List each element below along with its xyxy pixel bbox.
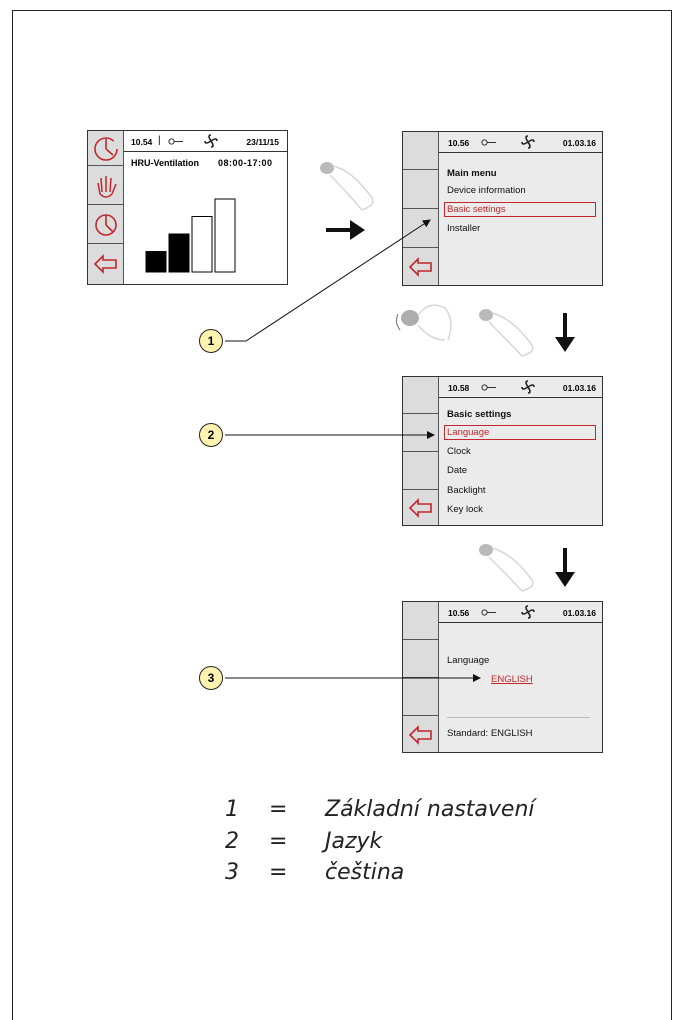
key-icon: [168, 138, 183, 145]
key-icon: [481, 609, 496, 616]
hand-icon: [97, 176, 117, 198]
key-icon: [481, 384, 496, 391]
timer-button[interactable]: [88, 131, 123, 166]
selection-highlight: [444, 425, 596, 440]
status-bar: 10.56 01.03.16: [439, 132, 602, 153]
status-bar: 10.54 | 23/11/15: [124, 131, 287, 152]
right-arrow-icon: [326, 220, 365, 240]
fan-icon: [521, 380, 535, 394]
clock-icon: [95, 214, 117, 236]
back-button[interactable]: [403, 248, 438, 287]
date: 23/11/15: [246, 137, 279, 147]
menu-item-date[interactable]: Date: [447, 465, 468, 476]
side-button-3[interactable]: [403, 452, 438, 490]
language-value[interactable]: ENGLISH: [491, 674, 533, 685]
back-arrow-icon: [93, 254, 117, 274]
fan-level-bar-2: [168, 233, 190, 273]
date: 01.03.16: [562, 383, 596, 393]
side-button-column: [88, 131, 124, 284]
menu-item-basic-settings[interactable]: Basic settings: [447, 204, 506, 215]
back-button[interactable]: [403, 490, 438, 527]
callout-2: 2: [199, 423, 223, 447]
callout-3: 3: [199, 666, 223, 690]
menu-item-language[interactable]: Language: [447, 427, 490, 438]
back-arrow-icon: [408, 498, 432, 518]
down-arrow-icon: [555, 548, 575, 587]
fan-level-bar-4: [214, 198, 236, 273]
clock-time: 10.54: [131, 137, 153, 147]
screen-home: 10.54 | 23/11/15 HRU-Ventilation 08:00-1…: [87, 130, 288, 285]
fan-icon: [204, 134, 218, 148]
screen-main-menu: 10.56 01.03.16 Main menu Device informat…: [402, 131, 603, 286]
status-bar: 10.58 01.03.16: [439, 377, 602, 398]
screen-language: 10.56 01.03.16 Language ENGLISH Standard…: [402, 601, 603, 753]
side-button-2[interactable]: [403, 414, 438, 452]
clock-time: 10.56: [448, 138, 470, 148]
mode-label: HRU-Ventilation: [131, 158, 200, 168]
menu-item-device-information[interactable]: Device information: [447, 185, 526, 196]
key-icon: [481, 139, 496, 146]
legend-text: Základní nastavení: [325, 797, 535, 822]
menu-item-clock[interactable]: Clock: [447, 446, 471, 457]
side-button-3[interactable]: [403, 678, 438, 716]
fan-icon: [521, 605, 535, 619]
clock-time: 10.56: [448, 608, 470, 618]
legend-equals: =: [269, 860, 288, 885]
back-arrow-icon: [408, 257, 432, 277]
language-label: Language: [447, 655, 490, 666]
program-button[interactable]: [88, 205, 123, 244]
back-button[interactable]: [88, 244, 123, 286]
side-button-column: [403, 132, 439, 285]
divider: [447, 717, 590, 718]
date: 01.03.16: [562, 138, 596, 148]
menu-item-installer[interactable]: Installer: [447, 223, 481, 234]
page-frame: [12, 10, 672, 1020]
manual-button[interactable]: [88, 166, 123, 205]
clock-time: 10.58: [448, 383, 470, 393]
legend-text: čeština: [325, 860, 405, 885]
callout-1-leader: [225, 219, 431, 342]
side-button-1[interactable]: [403, 377, 438, 414]
rotate-gesture-icon: [395, 304, 452, 341]
status-bar: 10.56 01.03.16: [439, 602, 602, 623]
side-button-column: [403, 377, 439, 525]
fan-level-bars: [145, 198, 236, 273]
fan-icon: [521, 135, 535, 149]
side-button-3[interactable]: [403, 209, 438, 248]
standard-language: Standard: ENGLISH: [447, 728, 533, 739]
press-gesture-icon: [479, 544, 534, 592]
selection-highlight: [444, 202, 596, 217]
callout-1: 1: [199, 329, 223, 353]
side-button-1[interactable]: [403, 132, 438, 170]
press-gesture-icon: [320, 162, 374, 211]
fan-level-bar-1: [145, 251, 167, 273]
back-button[interactable]: [403, 716, 438, 754]
timer-icon: [94, 137, 118, 161]
date: 01.03.16: [562, 608, 596, 618]
side-button-1[interactable]: [403, 602, 438, 640]
side-button-column: [403, 602, 439, 752]
press-gesture-icon: [479, 309, 534, 357]
legend-number: 3: [225, 860, 239, 885]
fan-level-bar-3: [191, 216, 213, 273]
legend-number: 1: [225, 797, 239, 822]
menu-item-key-lock[interactable]: Key lock: [447, 504, 483, 515]
legend-equals: =: [269, 797, 288, 822]
legend-number: 2: [225, 829, 239, 854]
menu-title: Main menu: [447, 168, 497, 179]
separator: |: [158, 135, 161, 146]
down-arrow-icon: [555, 313, 575, 352]
menu-title: Basic settings: [447, 409, 512, 420]
screen-basic-settings: 10.58 01.03.16 Basic settings Language C…: [402, 376, 603, 526]
schedule-time: 08:00-17:00: [218, 158, 273, 168]
legend-equals: =: [269, 829, 288, 854]
menu-item-backlight[interactable]: Backlight: [447, 485, 486, 496]
back-arrow-icon: [408, 725, 432, 745]
legend-text: Jazyk: [325, 829, 383, 854]
side-button-2[interactable]: [403, 170, 438, 209]
